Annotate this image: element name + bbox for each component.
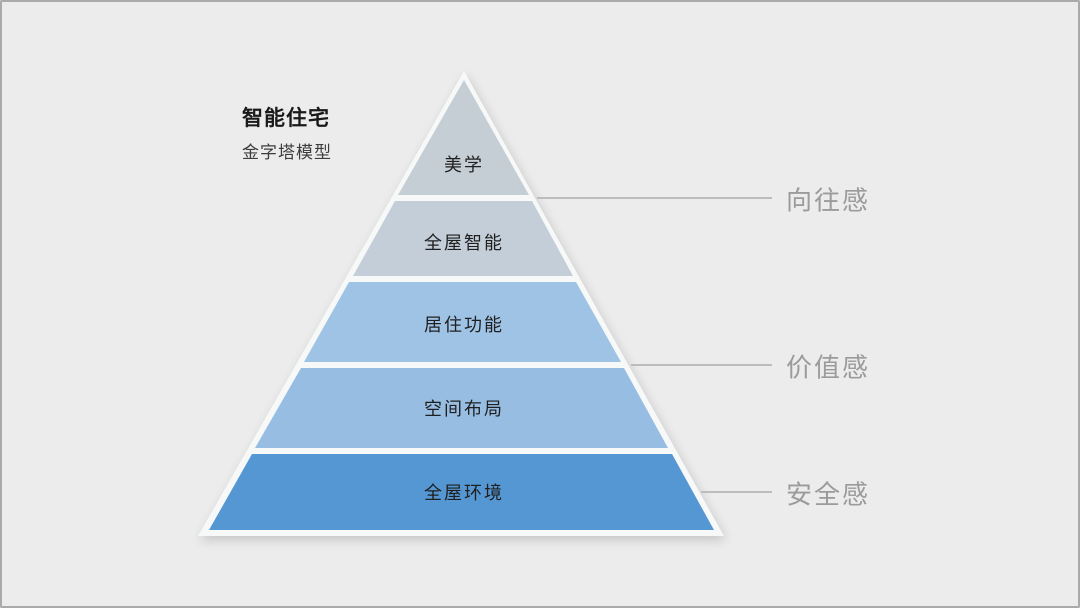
leader-line-value (631, 364, 772, 366)
layer-label-aesthetics: 美学 (444, 155, 484, 175)
side-label-safety: 安全感 (786, 479, 871, 510)
leader-line-aspiration (537, 197, 772, 199)
side-label-aspiration: 向往感 (786, 185, 871, 216)
leader-line-safety (701, 491, 772, 493)
pyramid-layer-whole-house-intelligence (353, 201, 573, 276)
pyramid-layer-living-function (304, 282, 621, 362)
layer-label-whole-house-environment: 全屋环境 (424, 483, 504, 503)
diagram-title: 智能住宅 (242, 107, 330, 130)
layer-label-whole-house-intelligence: 全屋智能 (424, 233, 504, 253)
side-label-value: 价值感 (786, 352, 871, 383)
title-block: 智能住宅 金字塔模型 (242, 102, 332, 163)
layer-label-space-layout: 空间布局 (424, 399, 504, 419)
pyramid-layer-space-layout (255, 368, 668, 448)
diagram-subtitle: 金字塔模型 (242, 143, 332, 162)
pyramid-layer-whole-house-environment (209, 454, 714, 530)
layer-label-living-function: 居住功能 (424, 315, 504, 335)
pyramid-layer-aesthetics (398, 80, 529, 195)
